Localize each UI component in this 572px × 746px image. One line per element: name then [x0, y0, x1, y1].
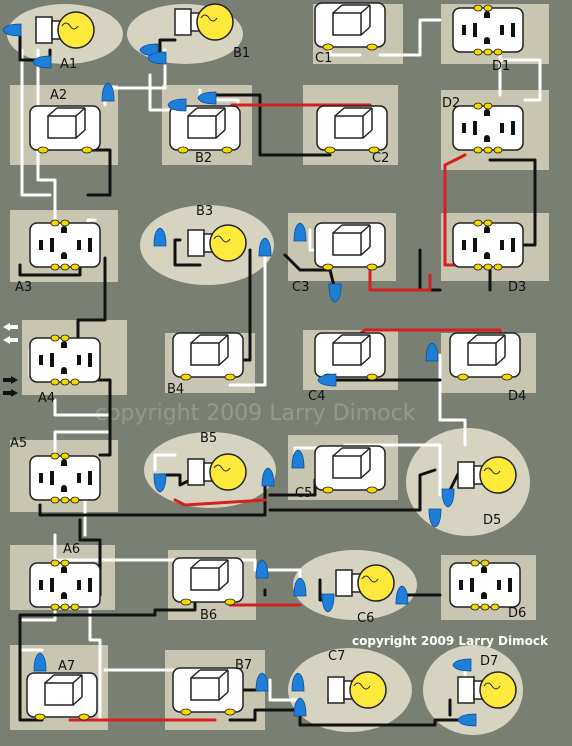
switch-B6: [172, 557, 244, 606]
label-B4: B4: [167, 382, 184, 397]
label-B3: B3: [196, 204, 213, 219]
lamp-C7: [327, 671, 387, 709]
switch-C5: [314, 445, 386, 494]
switch-A2: [29, 105, 101, 154]
label-B6: B6: [200, 608, 217, 623]
label-D6: D6: [508, 606, 526, 621]
label-D7: D7: [480, 654, 498, 669]
watermark: copyright 2009 Larry Dimock: [95, 401, 416, 426]
switch-B2: [169, 105, 241, 154]
label-A6: A6: [63, 542, 80, 557]
label-D5: D5: [483, 513, 501, 528]
switch-D4: [449, 332, 521, 381]
label-C2: C2: [372, 151, 389, 166]
label-A4: A4: [38, 391, 55, 406]
switch-C1: [314, 2, 386, 51]
switch-C3: [314, 222, 386, 271]
receptacle-A3: [29, 219, 101, 271]
label-B5: B5: [200, 431, 217, 446]
receptacle-A5: [29, 452, 101, 504]
label-C4: C4: [308, 389, 325, 404]
label-C3: C3: [292, 280, 309, 295]
switch-C4: [314, 332, 386, 381]
label-C7: C7: [328, 649, 345, 664]
lamp-D5: [457, 456, 517, 494]
switch-B4: [172, 332, 244, 381]
switch-A7: [26, 672, 98, 721]
lamp-D7: [457, 671, 517, 709]
label-A2: A2: [50, 88, 67, 103]
receptacle-D2: [452, 102, 524, 154]
lamp-C6: [335, 564, 395, 602]
feed-arrows: [3, 323, 18, 397]
copyright-text: copyright 2009 Larry Dimock: [352, 634, 549, 648]
receptacle-D6: [449, 559, 521, 611]
label-D2: D2: [442, 96, 460, 111]
label-D4: D4: [508, 389, 526, 404]
label-D3: D3: [508, 280, 526, 295]
label-A1: A1: [60, 57, 77, 72]
label-D1: D1: [492, 59, 510, 74]
receptacle-A4: [29, 334, 101, 386]
receptacle-A6: [29, 559, 101, 611]
label-B2: B2: [195, 151, 212, 166]
label-A5: A5: [10, 436, 27, 451]
label-C6: C6: [357, 611, 374, 626]
lamp-A1: [35, 11, 95, 49]
label-B1: B1: [233, 46, 250, 61]
lamp-B5: [187, 453, 247, 491]
switch-B7: [172, 667, 244, 716]
label-C1: C1: [315, 51, 332, 66]
label-A7: A7: [58, 659, 75, 674]
lamp-B1: [174, 3, 234, 41]
receptacle-D1: [452, 4, 524, 56]
label-C5: C5: [295, 486, 312, 501]
switch-C2: [316, 105, 388, 154]
label-B7: B7: [235, 658, 252, 673]
label-A3: A3: [15, 280, 32, 295]
receptacle-D3: [452, 219, 524, 271]
lamp-B3: [187, 224, 247, 262]
